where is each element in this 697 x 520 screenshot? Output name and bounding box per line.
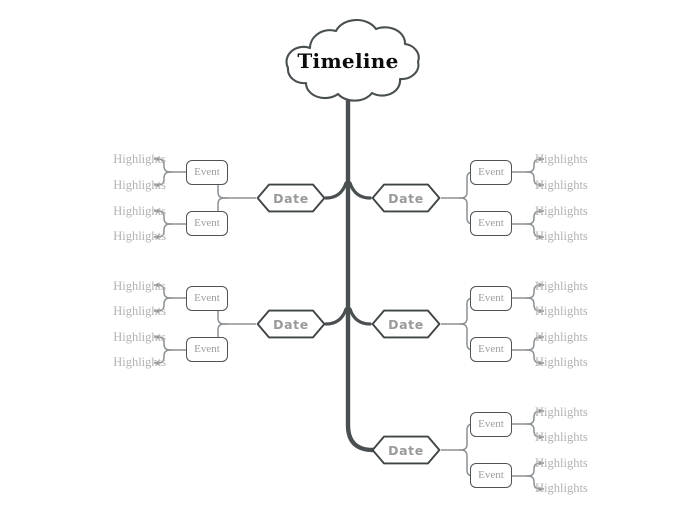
hexagon-shape-icon <box>371 183 441 213</box>
highlight-b1l-1-2[interactable]: Highlights <box>113 178 166 192</box>
event-node-b1r-2[interactable]: Event <box>470 211 512 236</box>
event-node-label: Event <box>194 343 220 355</box>
hexagon-shape-icon <box>371 309 441 339</box>
highlight-b3r-2-2[interactable]: Highlights <box>535 481 588 495</box>
highlight-b2r-2-1[interactable]: Highlights <box>535 330 588 344</box>
highlight-b2r-2-2[interactable]: Highlights <box>535 355 588 369</box>
trunk-branch-stubs <box>324 181 372 326</box>
highlight-b2l-2-1[interactable]: Highlights <box>113 330 166 344</box>
event-node-label: Event <box>478 343 504 355</box>
event-node-label: Event <box>478 292 504 304</box>
highlight-b1l-2-1[interactable]: Highlights <box>113 204 166 218</box>
highlight-b3r-1-1[interactable]: Highlights <box>535 405 588 419</box>
highlight-b1r-1-2[interactable]: Highlights <box>535 178 588 192</box>
highlight-b2r-1-2[interactable]: Highlights <box>535 304 588 318</box>
highlight-b3r-2-1[interactable]: Highlights <box>535 456 588 470</box>
event-node-b2l-2[interactable]: Event <box>186 337 228 362</box>
hexagon-shape-icon <box>256 183 326 213</box>
event-node-b1r-1[interactable]: Event <box>470 160 512 185</box>
highlight-b2l-1-1[interactable]: Highlights <box>113 279 166 293</box>
event-node-b2r-1[interactable]: Event <box>470 286 512 311</box>
hexagon-shape-icon <box>256 309 326 339</box>
date-node-label: Date <box>388 442 424 458</box>
event-node-b3r-1[interactable]: Event <box>470 412 512 437</box>
event-node-b1l-2[interactable]: Event <box>186 211 228 236</box>
highlight-b1r-1-1[interactable]: Highlights <box>535 152 588 166</box>
event-node-label: Event <box>194 166 220 178</box>
event-node-label: Event <box>478 217 504 229</box>
highlight-b2r-1-1[interactable]: Highlights <box>535 279 588 293</box>
date-node-branch-1-left[interactable]: Date <box>256 183 326 213</box>
date-node-label: Date <box>273 190 309 206</box>
event-node-label: Event <box>478 418 504 430</box>
date-node-branch-3-right[interactable]: Date <box>371 435 441 465</box>
event-node-label: Event <box>478 469 504 481</box>
date-node-label: Date <box>388 190 424 206</box>
event-node-b3r-2[interactable]: Event <box>470 463 512 488</box>
event-node-label: Event <box>194 217 220 229</box>
root-node-label: Timeline <box>297 49 399 73</box>
event-node-b1l-1[interactable]: Event <box>186 160 228 185</box>
hexagon-shape-icon <box>371 435 441 465</box>
trunk <box>345 93 376 453</box>
cloud-shape-icon <box>285 18 420 102</box>
date-node-label: Date <box>273 316 309 332</box>
highlight-b2l-1-2[interactable]: Highlights <box>113 304 166 318</box>
event-node-b2r-2[interactable]: Event <box>470 337 512 362</box>
date-node-branch-1-right[interactable]: Date <box>371 183 441 213</box>
date-node-label: Date <box>388 316 424 332</box>
root-node-timeline[interactable]: Timeline <box>266 18 430 104</box>
highlight-b1r-2-1[interactable]: Highlights <box>535 204 588 218</box>
highlight-b1l-1-1[interactable]: Highlights <box>113 152 166 166</box>
event-node-label: Event <box>194 292 220 304</box>
highlight-b1r-2-2[interactable]: Highlights <box>535 229 588 243</box>
date-node-branch-2-right[interactable]: Date <box>371 309 441 339</box>
date-node-branch-2-left[interactable]: Date <box>256 309 326 339</box>
highlight-b3r-1-2[interactable]: Highlights <box>535 430 588 444</box>
event-node-label: Event <box>478 166 504 178</box>
highlight-b1l-2-2[interactable]: Highlights <box>113 229 166 243</box>
event-node-b2l-1[interactable]: Event <box>186 286 228 311</box>
highlight-b2l-2-2[interactable]: Highlights <box>113 355 166 369</box>
